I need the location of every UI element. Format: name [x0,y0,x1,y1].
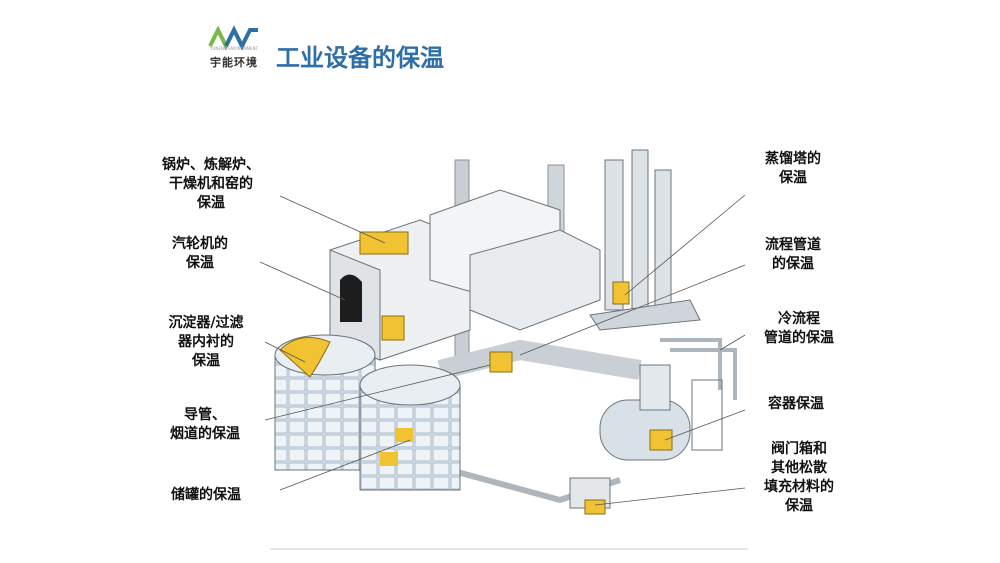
label-line: 的保温 [772,256,814,272]
label-line: 器内衬的 [178,334,234,350]
label-line: 保温 [785,498,813,514]
label-line: 保温 [186,255,214,271]
label-turbine: 汽轮机的 保温 [150,235,250,273]
label-line: 汽轮机的 [172,236,228,252]
label-line: 保温 [197,195,225,211]
label-line: 保温 [779,170,807,186]
label-boiler-kiln: 锅炉、炼解炉、 干燥机和窑的 保温 [142,156,280,213]
distillation-columns [589,149,701,331]
label-line: 锅炉、炼解炉、 [162,157,260,173]
label-process-piping: 流程管道 的保温 [748,236,838,274]
label-distillation-tower: 蒸馏塔的 保温 [748,150,838,188]
storage-tank-1 [274,334,376,471]
label-line: 蒸馏塔的 [765,151,821,167]
page-title: 工业设备的保温 [276,44,444,72]
label-line: 冷流程 [778,311,820,327]
label-valve-box-fill: 阀门箱和 其他松散 填充材料的 保温 [744,440,854,516]
label-line: 容器保温 [768,396,824,412]
label-line: 导管、 [184,407,226,423]
label-line: 流程管道 [765,237,821,253]
logo-text: 宇能环境 [210,56,258,69]
label-line: 干燥机和窑的 [169,176,253,192]
company-logo [208,25,258,51]
label-line: 阀门箱和 [771,441,827,457]
label-line: 沉淀器/过滤 [168,315,244,331]
label-ducts-flues: 导管、 烟道的保温 [150,406,260,444]
boiler-building [329,219,471,361]
label-vessel: 容器保温 [748,395,844,414]
label-line: 管道的保温 [764,330,834,346]
label-precipitator: 沉淀器/过滤 器内衬的 保温 [146,314,266,371]
storage-tank-2 [359,364,461,491]
label-cold-process-piping: 冷流程 管道的保温 [744,310,854,348]
label-line: 储罐的保温 [171,487,241,503]
logo-subtext: YUNENG ENVIRONMENT [209,46,259,51]
vessel [599,364,723,461]
label-line: 填充材料的 [764,479,834,495]
label-line: 其他松散 [771,460,827,476]
label-line: 烟道的保温 [170,426,240,442]
label-line: 保温 [192,353,220,369]
label-storage-tanks: 储罐的保温 [150,486,262,505]
